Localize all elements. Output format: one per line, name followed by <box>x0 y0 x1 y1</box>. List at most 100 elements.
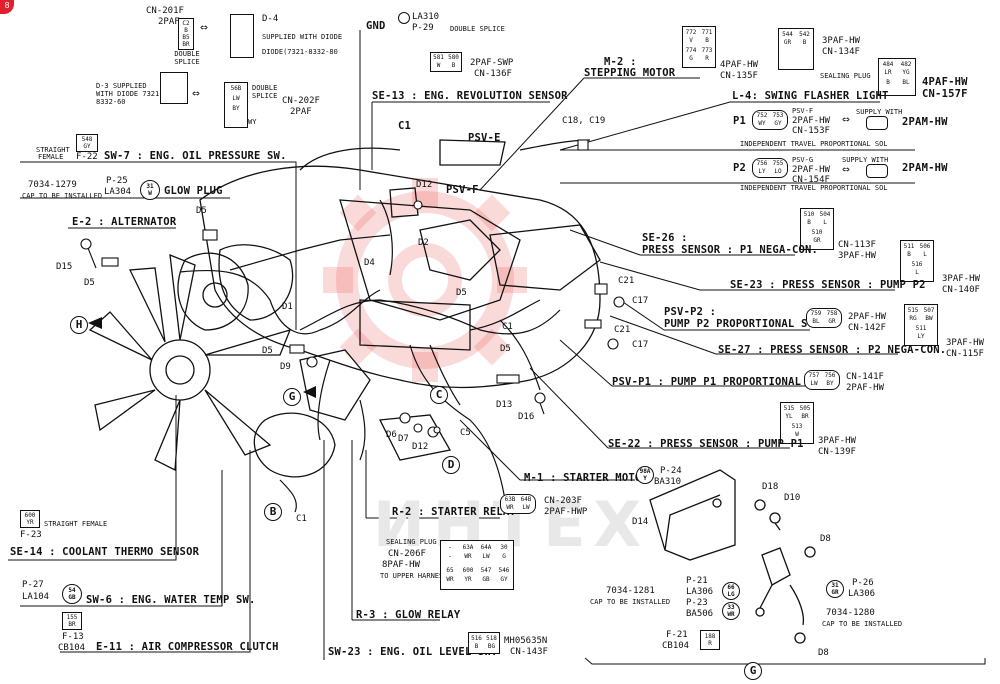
cn142f-label: CN-142F <box>848 323 886 333</box>
view-marker-g-bottom: G <box>744 662 762 680</box>
mark-c1-a: C1 <box>398 120 412 132</box>
p21-label: P-21 <box>686 576 708 586</box>
mark-d1: D1 <box>282 302 293 312</box>
se27-label: SE-27 : PRESS SENSOR : P2 NEGA-CON. <box>718 344 947 356</box>
m2-label: M-2 : <box>604 56 637 68</box>
wire-harness <box>179 139 591 513</box>
cap-installed-2: CAP TO BE INSTALLED <box>590 598 671 606</box>
psvf-small: PSV-F <box>792 107 814 115</box>
l4-label: L-4: SWING FLASHER LIGHT <box>732 90 889 102</box>
mark-d5-b: D5 <box>84 278 95 288</box>
mark-d5-d: D5 <box>500 344 511 354</box>
e11-label: E-11 : AIR COMPRESSOR CLUTCH <box>96 641 279 653</box>
mark-d5-a: D5 <box>196 206 207 216</box>
mark-c17-b: C17 <box>632 340 649 350</box>
double-splice-3: DOUBLE SPLICE <box>450 25 505 33</box>
starter-relay-bracket <box>649 469 816 644</box>
watermark-logo <box>336 191 514 369</box>
cn115f-label: CN-115F <box>946 349 984 359</box>
cn139f-type: 3PAF-HW <box>818 436 856 446</box>
sealing-plug-1: SEALING PLUG <box>820 72 871 80</box>
cn157f-connector: 484 482 LR YG B BL <box>878 58 916 96</box>
cn139f-connector: 515 505 YL BR 513 W <box>780 402 814 444</box>
m1-terminal: 98A Y <box>636 466 654 484</box>
p26-label: P-26 <box>852 578 874 588</box>
f13-connector: 155 BR <box>62 612 82 630</box>
ba506-terminal: 33 WR <box>722 602 740 620</box>
psvg-label: PSV-G <box>792 156 814 164</box>
mark-d8-a: D8 <box>820 534 831 544</box>
cn206f-label: CN-206F <box>388 549 426 559</box>
p1-connector: 752 753 WY GY <box>752 110 788 130</box>
cn201f-type: 2PAF <box>158 17 180 27</box>
d4-connector <box>230 14 254 58</box>
cn134f-label: CN-134F <box>822 47 860 57</box>
cn115f-type: 3PAF-HW <box>946 338 984 348</box>
f21-label: F-21 <box>666 630 688 640</box>
cooling-fan <box>88 253 292 472</box>
cn153f-label: CN-153F <box>792 126 830 136</box>
mark-d18: D18 <box>762 482 779 492</box>
c18-c19-label: C18, C19 <box>562 116 606 126</box>
la104-terminal: 54 GB <box>62 584 82 604</box>
mark-d6: D6 <box>386 430 397 440</box>
leader-lines <box>8 30 986 665</box>
mark-d5-c: D5 <box>456 288 467 298</box>
cn142f-connector: 759 758 BL GR <box>806 308 842 328</box>
psvf-label: PSV-F <box>446 184 479 196</box>
f13-label: F-13 <box>62 632 84 642</box>
bolts-and-clamps <box>80 139 625 438</box>
view-marker-g: G <box>283 388 301 406</box>
view-marker-h: H <box>70 316 88 334</box>
cn136f-type: 2PAF-SWP <box>470 58 514 68</box>
r3-label: R-3 : GLOW RELAY <box>356 609 461 621</box>
independent-travel-2: INDEPENDENT TRAVEL PROPORTIONAL SOL <box>740 184 888 192</box>
d3-connector <box>160 72 188 104</box>
view-marker-b: B <box>264 503 282 521</box>
cn203f-label: CN-203F <box>544 496 582 506</box>
p29-label: P-29 <box>412 23 434 33</box>
part-7034-1281: 7034-1281 <box>606 586 655 596</box>
cn143f-connector: 516 518 B BG <box>468 632 500 654</box>
part-7034-1279: 7034-1279 <box>28 180 77 190</box>
mark-d15: D15 <box>56 262 73 272</box>
watermark-gear-teeth <box>323 178 527 382</box>
f23-connector: 600 YR <box>20 510 40 528</box>
cn202f-label: CN-202F <box>282 96 320 106</box>
f22-straight: STRAIGHT <box>36 146 70 154</box>
cn140f-type: 3PAF-HW <box>942 274 980 284</box>
psvp2-label: PSV-P2 : <box>664 306 717 318</box>
engine-block <box>199 139 601 478</box>
cn201f-label: CN-201F <box>146 6 184 16</box>
p23-label: P-23 <box>686 598 708 608</box>
cn154f-label: CN-154F <box>792 175 830 185</box>
d3-text: D-3 SUPPLIED WITH DIODE 7321-8332-60 <box>96 82 164 106</box>
la304-terminal: 31 W <box>140 180 160 200</box>
cb104-label-b: CB104 <box>662 641 690 651</box>
pointer-arrows <box>88 317 316 398</box>
mark-c21-a: C21 <box>618 276 635 286</box>
se14-label: SE-14 : COOLANT THERMO SENSOR <box>10 546 200 558</box>
p24-label: P-24 <box>660 466 682 476</box>
d4-diode: DIODE(7321-8332-80 <box>262 48 338 56</box>
p2-label: P2 <box>733 162 747 174</box>
cn157f-label: CN-157F <box>922 88 968 100</box>
mark-d5-e: D5 <box>262 346 273 356</box>
mark-d10: D10 <box>784 493 801 503</box>
cn141f-label: CN-141F <box>846 372 884 382</box>
mark-d2: D2 <box>418 238 429 248</box>
alternator-body <box>177 252 249 331</box>
supply-with-2: SUPPLY WITH <box>842 156 889 164</box>
cn136f-label: CN-136F <box>474 69 512 79</box>
d4-label: D-4 <box>262 14 279 24</box>
cn134f-connector: 544 542 GR B <box>778 28 814 70</box>
cn113f-type: 3PAF-HW <box>838 251 876 261</box>
la306-label-a: LA306 <box>686 587 714 597</box>
se23-label: SE-23 : PRESS SENSOR : PUMP P2 <box>730 279 926 291</box>
cn202f-type: 2PAF <box>290 107 312 117</box>
mark-d12-a: D12 <box>416 180 433 190</box>
cn140f-connector: 511 506 B L 516 L <box>900 240 934 282</box>
mark-c1-b: C1 <box>502 322 513 332</box>
p1-2pam: 2PAM-HW <box>902 116 948 128</box>
